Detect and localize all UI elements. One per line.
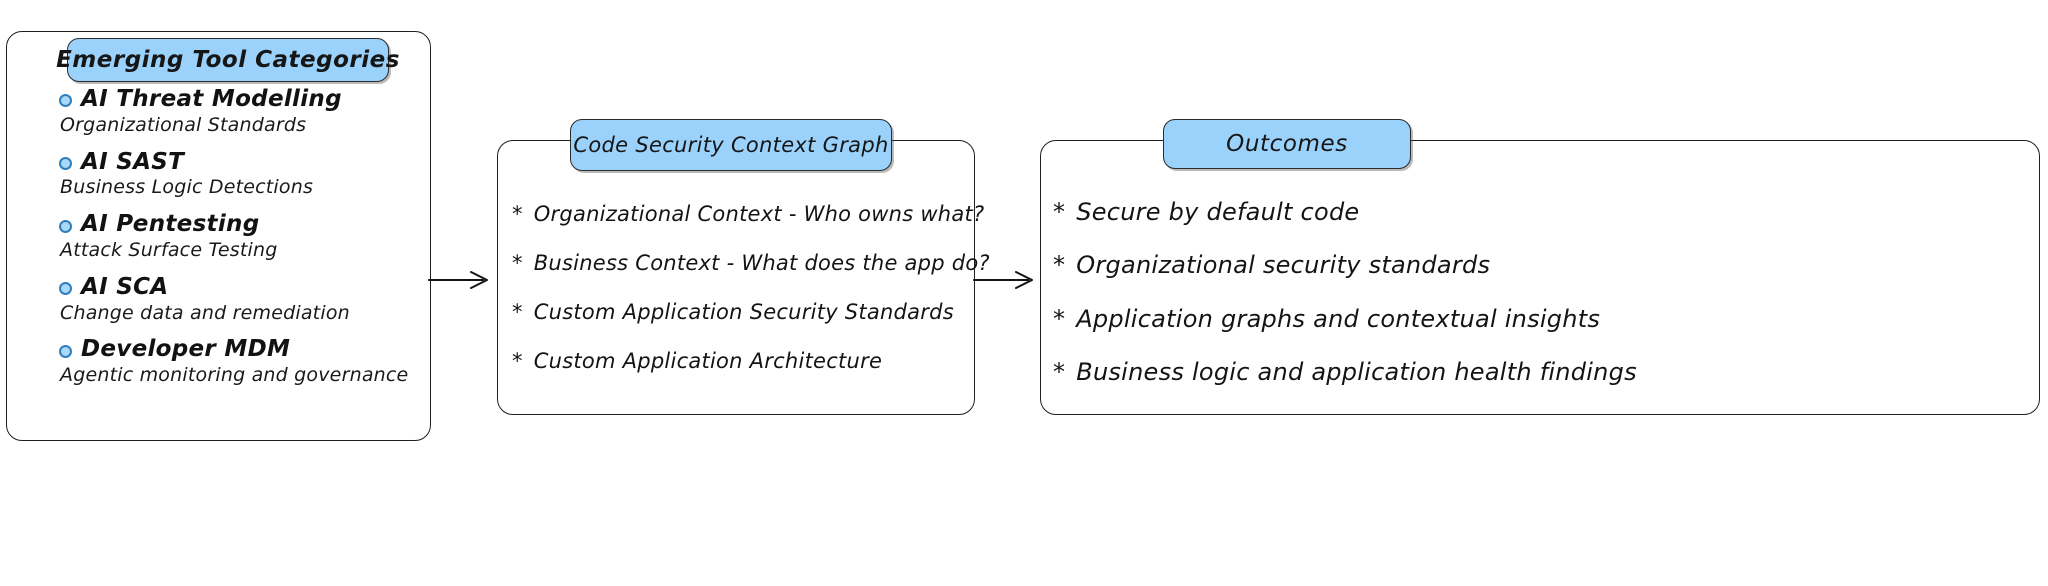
bullet-dot-icon — [59, 219, 72, 233]
list-item-label: Secure by default code — [1076, 198, 1360, 226]
list-item[interactable]: * Custom Application Security Standards — [512, 301, 966, 324]
panel-emerging-tool-categories[interactable]: Emerging Tool Categories AI Threat Model… — [6, 31, 431, 441]
bullet-dot-icon — [59, 94, 72, 108]
tool-category-subtitle: Business Logic Detections — [60, 176, 314, 199]
arrow-left-to-middle — [428, 271, 488, 289]
outcomes-list: * Secure by default code * Organizationa… — [1053, 199, 2031, 413]
list-item[interactable]: * Custom Application Architecture — [512, 350, 966, 373]
list-item-label: Business Context - What does the app do? — [533, 251, 990, 276]
panel-code-security-context-graph[interactable]: Code Security Context Graph * Organizati… — [497, 119, 990, 415]
list-item-label: Organizational Context - Who owns what? — [533, 202, 985, 226]
tool-category-subtitle: Change data and remediation — [60, 301, 350, 324]
panel-title-outcomes: Outcomes — [1163, 119, 1411, 169]
bullet-dot-icon — [59, 344, 72, 358]
list-item[interactable]: * Business Context - What does the app d… — [512, 251, 990, 276]
asterisk-bullet-icon: * — [512, 300, 523, 325]
bullet-dot-icon — [59, 156, 72, 170]
list-item[interactable]: AI SAST Business Logic Detections — [59, 148, 419, 200]
arrow-middle-to-right — [973, 271, 1033, 289]
list-item[interactable]: AI SCA Change data and remediation — [59, 273, 419, 325]
tool-category-title-row: AI SAST — [59, 148, 419, 176]
asterisk-bullet-icon: * — [1053, 198, 1066, 226]
asterisk-bullet-icon: * — [1053, 251, 1066, 280]
list-item-label: Custom Application Security Standards — [533, 300, 954, 325]
list-item[interactable]: * Secure by default code — [1053, 198, 2031, 226]
tool-category-title: AI SCA — [81, 273, 169, 300]
emerging-tool-categories-list: AI Threat Modelling Organizational Stand… — [59, 86, 419, 400]
tool-category-title-row: AI Threat Modelling — [59, 86, 419, 113]
tool-category-subtitle: Organizational Standards — [60, 113, 307, 136]
bullet-dot-icon — [59, 282, 72, 296]
tool-category-title-row: AI Pentesting — [59, 211, 419, 238]
asterisk-bullet-icon: * — [512, 202, 523, 226]
tool-category-subtitle: Attack Surface Testing — [60, 238, 278, 261]
list-item-label: Organizational security standards — [1076, 251, 1491, 280]
asterisk-bullet-icon: * — [512, 349, 523, 374]
asterisk-bullet-icon: * — [512, 251, 523, 276]
panel-title-emerging-tool-categories: Emerging Tool Categories — [56, 38, 399, 82]
context-graph-list: * Organizational Context - Who owns what… — [512, 202, 990, 399]
list-item[interactable]: AI Pentesting Attack Surface Testing — [59, 211, 419, 262]
list-item[interactable]: * Organizational security standards — [1053, 251, 2031, 280]
tool-category-title-row: AI SCA — [59, 273, 419, 301]
list-item[interactable]: * Application graphs and contextual insi… — [1053, 304, 2031, 333]
list-item-label: Business logic and application health fi… — [1076, 358, 1637, 387]
asterisk-bullet-icon: * — [1053, 358, 1066, 387]
panel-title-code-security-context-graph: Code Security Context Graph — [570, 119, 892, 171]
tool-category-title: Developer MDM — [81, 336, 291, 363]
list-item[interactable]: AI Threat Modelling Organizational Stand… — [59, 86, 419, 137]
tool-category-title: AI SAST — [81, 148, 185, 175]
tool-category-title: AI Threat Modelling — [81, 86, 342, 112]
list-item[interactable]: * Organizational Context - Who owns what… — [512, 202, 984, 226]
panel-outcomes[interactable]: Outcomes * Secure by default code * Orga… — [1040, 119, 2040, 415]
tool-category-title: AI Pentesting — [81, 211, 260, 238]
tool-category-title-row: Developer MDM — [59, 337, 419, 363]
list-item-label: Application graphs and contextual insigh… — [1076, 304, 1601, 333]
asterisk-bullet-icon: * — [1053, 304, 1066, 333]
list-item[interactable]: Developer MDM Agentic monitoring and gov… — [59, 337, 419, 387]
list-item[interactable]: * Business logic and application health … — [1053, 358, 2031, 387]
list-item-label: Custom Application Architecture — [533, 349, 883, 374]
tool-category-subtitle: Agentic monitoring and governance — [60, 364, 409, 387]
